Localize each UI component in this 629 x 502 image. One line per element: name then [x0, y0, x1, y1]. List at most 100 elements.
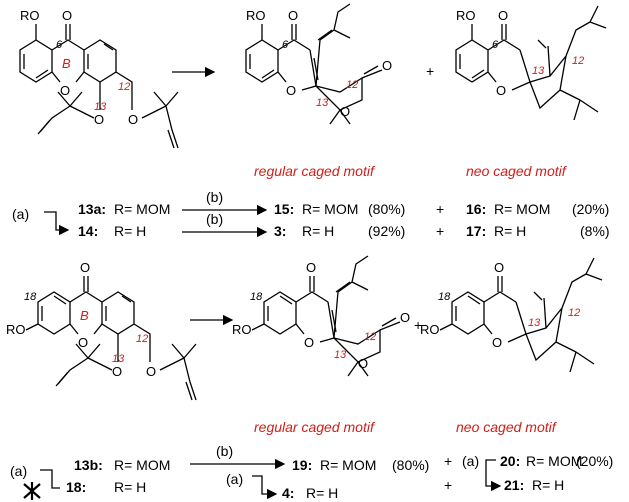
pos-18: 18 [438, 291, 451, 303]
neo-caged-product-top: RO 6 O O 13 12 [455, 5, 607, 121]
sm-18-r: R= H [114, 479, 146, 495]
p-20-id: 20: [500, 453, 520, 469]
ro-label: RO [232, 322, 252, 337]
cond-a: (a) [12, 206, 29, 222]
plus-1: + [436, 201, 444, 217]
plus-3: + [444, 453, 452, 469]
neo-motif-label: neo caged motif [466, 163, 568, 179]
ro-label: RO [20, 8, 40, 23]
arrow-a1 [40, 469, 60, 489]
starting-xanthone-bottom: RO 18 O O B 13 12 O O [6, 260, 197, 401]
cond-a2: (a) [226, 471, 243, 487]
pos-12: 12 [572, 55, 584, 67]
p-16-yield: (20%) [572, 201, 609, 217]
ether-o-13: O [94, 112, 104, 127]
plus-sign: + [414, 317, 422, 333]
p-3-r: R= H [302, 223, 334, 239]
p-17-yield: (8%) [580, 223, 610, 239]
sm-13b-id: 13b: [74, 457, 103, 473]
ether-o-13: O [112, 364, 122, 379]
p-17-r: R= H [494, 223, 526, 239]
regular-motif-label: regular caged motif [254, 419, 376, 435]
regular-caged-product-top: RO 6 O O O O 13 12 [245, 3, 392, 125]
cond-b1: (b) [206, 189, 223, 205]
p-16-id: 16: [466, 201, 486, 217]
p-20-yield: (20%) [576, 453, 613, 469]
ring-o: O [492, 335, 502, 350]
p-3-yield: (92%) [368, 223, 405, 239]
sm-13a-id: 13a: [78, 201, 106, 217]
pos-13: 13 [532, 65, 545, 77]
ro-label: RO [246, 8, 266, 23]
p-15-id: 15: [274, 201, 294, 217]
cond-b2: (b) [206, 211, 223, 227]
cage-carbonyl-o: O [400, 310, 410, 325]
cond-a3: (a) [462, 453, 479, 469]
cage-o: O [358, 356, 368, 371]
pos-18: 18 [250, 291, 263, 303]
p-15-yield: (80%) [368, 201, 405, 217]
sm-14-id: 14: [78, 223, 98, 239]
pos-13: 13 [316, 97, 329, 109]
cond-a1: (a) [10, 463, 27, 479]
ring-o: O [304, 335, 314, 350]
ring-b-label: B [62, 56, 71, 71]
ring-o: O [60, 83, 70, 98]
carbonyl-o: O [62, 8, 72, 23]
sm-13b-r: R= MOM [114, 457, 170, 473]
ro-label: RO [6, 322, 26, 337]
blocked-mark-icon [23, 482, 41, 500]
arrow-a2 [252, 475, 278, 500]
neo-motif-label: neo caged motif [456, 419, 558, 435]
ring-b-label: B [80, 308, 89, 323]
pos-18: 18 [24, 291, 37, 303]
cond-b: (b) [216, 443, 233, 459]
p-4-r: R= H [306, 485, 338, 501]
ether-o-12: O [128, 112, 138, 127]
p-21-id: 21: [504, 477, 524, 493]
cage-carbonyl-o: O [382, 58, 392, 73]
p-16-r: R= MOM [494, 201, 550, 217]
arrow-a [44, 211, 70, 236]
pos-13: 13 [528, 317, 541, 329]
pos-12: 12 [136, 333, 148, 345]
starting-xanthone-top: RO 6 O O B 13 12 O O [19, 8, 179, 149]
p-15-r: R= MOM [302, 201, 358, 217]
ether-o-12: O [146, 364, 156, 379]
p-20-r: R= MOM [526, 453, 582, 469]
ro-label: RO [456, 8, 476, 23]
pos-12: 12 [364, 331, 376, 343]
carbonyl-o: O [306, 260, 316, 275]
pos-13: 13 [334, 349, 347, 361]
cage-o: O [340, 104, 350, 119]
p-4-id: 4: [282, 485, 294, 501]
p-19-yield: (80%) [392, 457, 429, 473]
pos-12: 12 [568, 307, 580, 319]
p-21-r: R= H [532, 477, 564, 493]
ring-o: O [496, 83, 506, 98]
sm-14-r: R= H [114, 223, 146, 239]
arrow-a3 [485, 459, 502, 492]
carbonyl-o: O [80, 260, 90, 275]
p-19-id: 19: [292, 457, 312, 473]
sm-18-id: 18: [66, 479, 86, 495]
sm-13a-r: R= MOM [114, 201, 170, 217]
p-19-r: R= MOM [320, 457, 376, 473]
p-17-id: 17: [466, 223, 486, 239]
carbonyl-o: O [498, 8, 508, 23]
carbonyl-o: O [288, 8, 298, 23]
ring-o: O [286, 83, 296, 98]
carbonyl-o: O [494, 260, 504, 275]
plus-sign: + [426, 63, 434, 79]
regular-motif-label: regular caged motif [254, 163, 376, 179]
pos-12: 12 [118, 81, 130, 93]
neo-caged-product-bottom: RO 18 O O 13 12 [420, 257, 603, 373]
plus-2: + [436, 223, 444, 239]
plus-4: + [444, 477, 452, 493]
ro-label: RO [420, 322, 440, 337]
pos-12: 12 [346, 79, 358, 91]
regular-caged-product-bottom: RO 18 O O O O 13 12 [232, 255, 410, 377]
ring-o: O [78, 335, 88, 350]
